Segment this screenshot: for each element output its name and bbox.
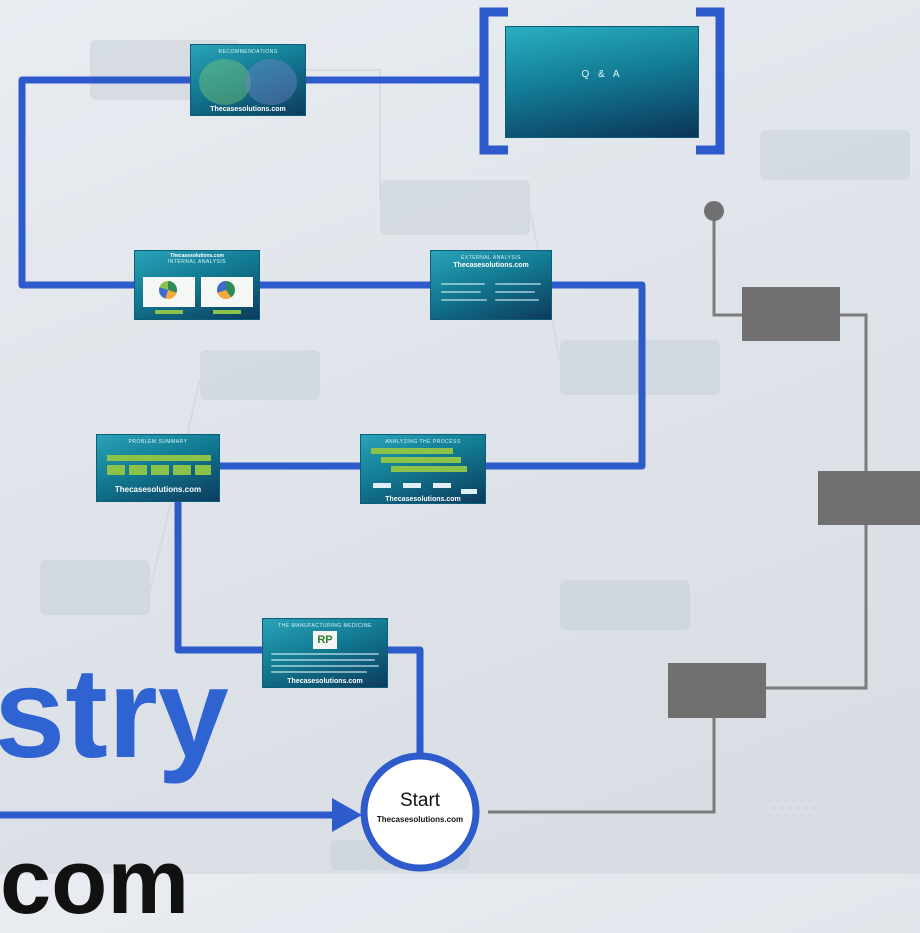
slide-brand: Thecasesolutions.com	[287, 678, 363, 685]
background-word-large: stry	[0, 642, 229, 785]
green-step-bar	[371, 448, 453, 454]
start-label[interactable]: Start	[399, 790, 441, 811]
slide-brand: Thecasesolutions.com	[210, 106, 286, 113]
venn-circle-right	[245, 59, 297, 105]
slide-brand: Thecasesolutions.com	[385, 496, 461, 503]
process-box	[433, 483, 451, 488]
green-block	[129, 465, 147, 475]
green-block	[173, 465, 191, 475]
slide-brand: Thecasesolutions.com	[453, 262, 529, 269]
venn-circle-left	[199, 59, 251, 105]
arrow-head	[332, 798, 362, 832]
text-line	[495, 291, 535, 293]
qa-title: Q & A	[581, 69, 623, 80]
slide-analyzing-process[interactable]: ANALYZING THE PROCESS Thecasesolutions.c…	[360, 434, 486, 504]
gray-path-top	[712, 215, 742, 317]
gray-endpoint-dot	[704, 201, 724, 221]
dot-texture	[765, 799, 815, 817]
green-block	[151, 465, 169, 475]
slide-title: INTERNAL ANALYSIS	[167, 259, 227, 265]
chart-panel-right	[201, 277, 253, 307]
pie-chart-icon	[159, 281, 177, 299]
green-bar	[155, 310, 183, 314]
logo-icon: RP	[313, 631, 337, 649]
bg-shape	[40, 560, 150, 615]
bg-shape	[380, 180, 530, 235]
green-step-bar	[381, 457, 461, 463]
path-analyzing-to-external	[486, 281, 646, 470]
start-sublabel: Thecasesolutions.com	[376, 815, 464, 824]
slide-title: EXTERNAL ANALYSIS	[461, 255, 521, 261]
slide-problem-summary[interactable]: PROBLEM SUMMARY Thecasesolutions.com	[96, 434, 220, 502]
green-block	[195, 465, 211, 475]
green-step-bar	[391, 466, 467, 472]
slide-recommendations[interactable]: RECOMMENDATIONS Thecasesolutions.com	[190, 44, 306, 116]
bg-shape	[560, 580, 690, 630]
slide-external-analysis[interactable]: EXTERNAL ANALYSIS Thecasesolutions.com	[430, 250, 552, 320]
text-line	[441, 291, 481, 293]
gray-box-1	[742, 287, 840, 341]
text-line	[441, 299, 487, 301]
bg-shape	[760, 130, 910, 180]
chart-panel-left	[143, 277, 195, 307]
green-header-bar	[107, 455, 211, 461]
slide-title: THE MANUFACTURING MEDICINE	[278, 623, 372, 629]
slide-title: PROBLEM SUMMARY	[128, 439, 188, 445]
slide-qa[interactable]: Q & A	[505, 26, 699, 138]
text-line	[271, 653, 379, 655]
slide-header: Thecasesolutions.com	[170, 253, 224, 259]
slide-title: ANALYZING THE PROCESS	[385, 439, 461, 445]
path-intro-to-summary	[174, 500, 262, 654]
flowchart-canvas: stry com	[0, 7, 920, 928]
green-block	[107, 465, 125, 475]
text-line	[271, 659, 375, 661]
green-bar	[213, 310, 241, 314]
slide-title: RECOMMENDATIONS	[218, 49, 278, 55]
text-line	[271, 671, 367, 673]
text-line	[271, 665, 379, 667]
text-line	[441, 283, 485, 285]
slide-internal-analysis[interactable]: Thecasesolutions.com INTERNAL ANALYSIS	[134, 250, 260, 320]
slide-brand: Thecasesolutions.com	[114, 485, 202, 494]
text-line	[495, 299, 539, 301]
process-box	[403, 483, 421, 488]
path-internal-to-recommendations	[18, 76, 190, 289]
process-box	[461, 489, 477, 494]
text-line	[495, 283, 541, 285]
process-box	[373, 483, 391, 488]
gray-box-2	[818, 471, 920, 525]
qa-right-bracket	[696, 7, 725, 155]
gray-box-3	[668, 663, 766, 718]
pie-chart-icon	[217, 281, 235, 299]
bg-shape	[200, 350, 320, 400]
start-circle	[360, 752, 480, 872]
slide-intro[interactable]: THE MANUFACTURING MEDICINE RP Thecasesol…	[262, 618, 388, 688]
qa-left-bracket	[479, 7, 508, 155]
gray-path-start	[488, 690, 716, 814]
